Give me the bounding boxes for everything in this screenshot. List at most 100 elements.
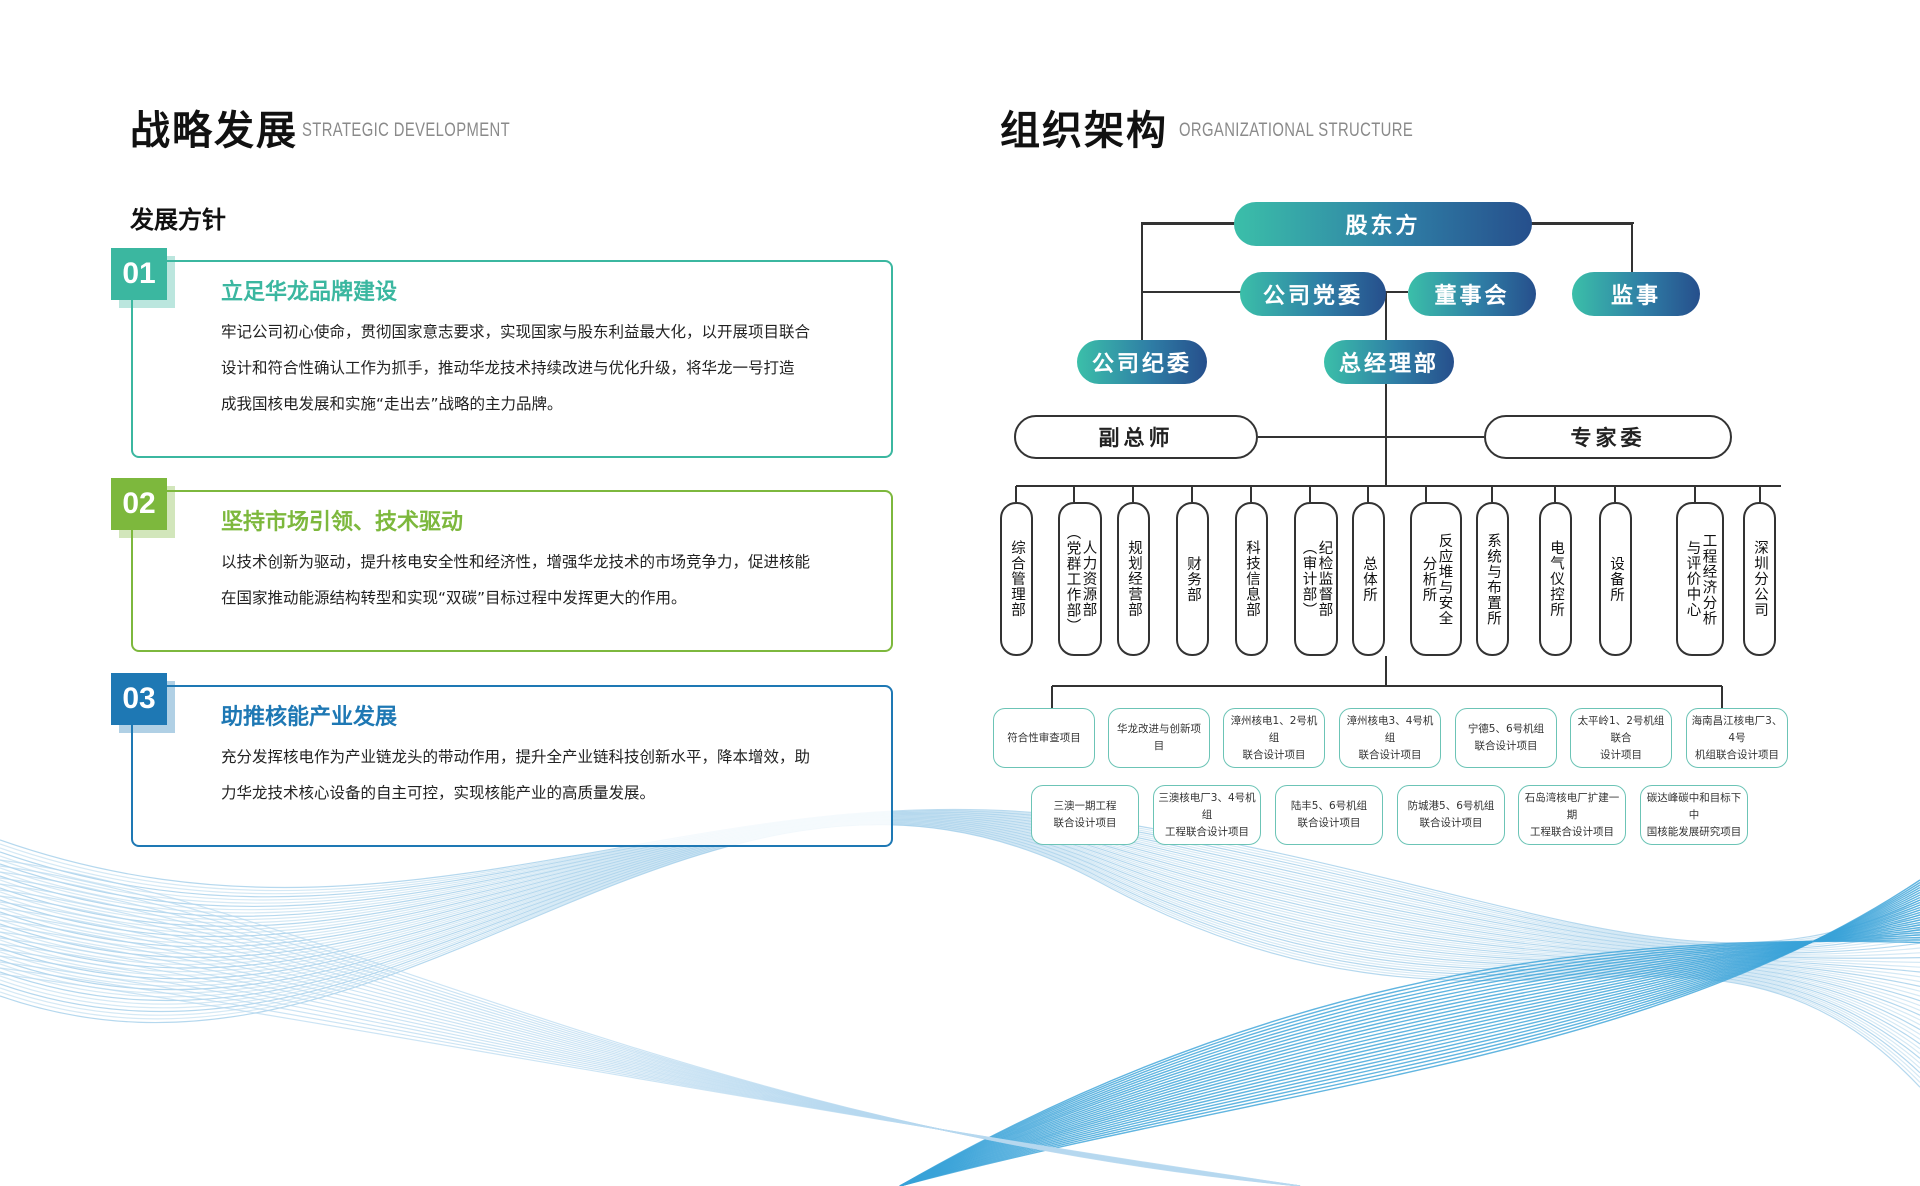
expert-committee-node: 专家委	[1484, 415, 1732, 459]
policy-number-badge: 02	[111, 478, 167, 530]
supervisor-node: 监事	[1572, 272, 1700, 316]
project-label-line: 石岛湾核电厂扩建一期	[1524, 791, 1620, 821]
project-node: 漳州核电1、2号机组联合设计项目	[1223, 708, 1325, 768]
policy-body-line: 以技术创新为驱动，提升核电安全性和经济性，增强华龙技术的市场竞争力，促进核能	[221, 553, 811, 571]
department-label: 系统与布置所	[1485, 532, 1501, 626]
project-node: 三澳核电厂3、4号机组工程联合设计项目	[1153, 785, 1261, 845]
project-label: 三澳核电厂3、4号机组工程联合设计项目	[1158, 790, 1256, 841]
department-node: 分析所反应堆与安全	[1410, 502, 1462, 656]
project-label-line: 联合设计项目	[1419, 817, 1483, 829]
wave-line	[0, 813, 1920, 955]
department-node: （党群工作部）人力资源部	[1058, 502, 1102, 656]
project-label-line: 三澳核电厂3、4号机组	[1158, 791, 1256, 821]
policy-body-line: 成我国核电发展和实施“走出去”战略的主力品牌。	[221, 395, 563, 413]
department-node: 科技信息部	[1235, 502, 1268, 656]
policy-title: 立足华龙品牌建设	[221, 280, 398, 305]
shareholders-node: 股东方	[1234, 202, 1532, 246]
project-label: 陆丰5、6号机组联合设计项目	[1291, 798, 1367, 832]
project-label-line: 工程联合设计项目	[1530, 825, 1614, 838]
project-label-line: 华龙改进与创新项目	[1117, 723, 1201, 752]
department-label: 设备所	[1608, 555, 1624, 603]
policy-number-badge: 03	[111, 673, 167, 725]
wave-line-lower	[0, 973, 1301, 1186]
project-label-line: 国核能发展研究项目	[1646, 825, 1742, 838]
board-node: 董事会	[1408, 272, 1536, 316]
department-node: 深圳分公司	[1743, 502, 1776, 656]
department-label: 财务部	[1185, 555, 1201, 603]
department-label: 总体所	[1361, 555, 1377, 603]
org-title-en: ORGANIZATIONAL STRUCTURE	[1179, 120, 1414, 141]
project-label-line: 设计项目	[1600, 748, 1642, 761]
department-node: 总体所	[1352, 502, 1385, 656]
strategy-title-en: STRATEGIC DEVELOPMENT	[302, 120, 511, 141]
wave-line	[0, 822, 1920, 1069]
policy-body: 以技术创新为驱动，提升核电安全性和经济性，增强华龙技术的市场竞争力，促进核能在国…	[221, 544, 881, 616]
wave-line	[0, 823, 1920, 1079]
department-label: 综合管理部	[1009, 540, 1025, 618]
project-label-line: 太平岭1、2号机组联合	[1577, 714, 1665, 744]
project-node: 符合性审查项目	[993, 708, 1095, 768]
department-node: 与评价中心工程经济分析	[1676, 502, 1724, 656]
policy-body-line: 力华龙技术核心设备的自主可控，实现核能产业的高质量发展。	[221, 784, 656, 802]
department-node: 电气仪控所	[1539, 502, 1572, 656]
department-label: 科技信息部	[1244, 540, 1260, 618]
policy-body: 充分发挥核电作为产业链龙头的带动作用，提升全产业链科技创新水平，降本增效，助力华…	[221, 739, 881, 811]
project-label: 防城港5、6号机组联合设计项目	[1408, 798, 1495, 832]
project-label-line: 碳达峰碳中和目标下中	[1646, 791, 1742, 821]
policy-body-line: 牢记公司初心使命，贯彻国家意志要求，实现国家与股东利益最大化，以开展项目联合	[221, 323, 811, 341]
project-node: 海南昌江核电厂3、4号机组联合设计项目	[1686, 708, 1788, 768]
policy-card: 03 助推核能产业发展充分发挥核电作为产业链龙头的带动作用，提升全产业链科技创新水…	[111, 673, 893, 847]
department-label: 工程经济分析	[1700, 532, 1717, 626]
project-node: 漳州核电3、4号机组联合设计项目	[1339, 708, 1441, 768]
project-label: 华龙改进与创新项目	[1113, 721, 1205, 755]
project-label-line: 联合设计项目	[1474, 740, 1538, 752]
department-node: 财务部	[1176, 502, 1209, 656]
party-committee-node: 公司党委	[1240, 272, 1386, 316]
strategy-title: 战略发展	[130, 108, 298, 154]
department-label: 电气仪控所	[1548, 540, 1564, 618]
org-title: 组织架构	[1000, 108, 1168, 154]
project-label: 三澳一期工程联合设计项目	[1054, 798, 1117, 832]
project-label: 漳州核电3、4号机组联合设计项目	[1344, 713, 1436, 764]
department-label: （审计部）	[1300, 540, 1317, 618]
department-label: （党群工作部）	[1064, 524, 1081, 634]
project-node: 宁德5、6号机组联合设计项目	[1455, 708, 1557, 768]
policy-body-line: 在国家推动能源结构转型和实现“双碳”目标过程中发挥更大的作用。	[221, 589, 687, 607]
project-label: 海南昌江核电厂3、4号机组联合设计项目	[1691, 713, 1783, 764]
project-label-line: 联合设计项目	[1242, 748, 1306, 761]
department-label: 分析所	[1420, 555, 1437, 603]
department-node: 综合管理部	[1000, 502, 1033, 656]
project-label-line: 陆丰5、6号机组	[1290, 800, 1368, 812]
project-label-line: 联合设计项目	[1297, 817, 1361, 829]
project-label: 碳达峰碳中和目标下中国核能发展研究项目	[1645, 790, 1743, 841]
project-node: 华龙改进与创新项目	[1108, 708, 1210, 768]
project-label: 太平岭1、2号机组联合设计项目	[1575, 713, 1667, 764]
wave-line-dark	[899, 940, 1920, 1186]
project-node: 碳达峰碳中和目标下中国核能发展研究项目	[1640, 785, 1748, 845]
discipline-committee-node: 公司纪委	[1077, 340, 1207, 384]
policy-body-line: 充分发挥核电作为产业链龙头的带动作用，提升全产业链科技创新水平，降本增效，助	[221, 748, 811, 766]
project-label: 石岛湾核电厂扩建一期工程联合设计项目	[1523, 790, 1621, 841]
project-label: 宁德5、6号机组联合设计项目	[1468, 721, 1544, 755]
wave-line	[0, 822, 1920, 1064]
project-label-line: 联合设计项目	[1358, 748, 1422, 761]
project-label-line: 工程联合设计项目	[1165, 825, 1249, 838]
wave-line	[0, 818, 1920, 1002]
department-node: 系统与布置所	[1476, 502, 1509, 656]
project-node: 三澳一期工程联合设计项目	[1031, 785, 1139, 845]
project-label-line: 海南昌江核电厂3、4号	[1691, 714, 1783, 744]
department-node: 设备所	[1599, 502, 1632, 656]
policy-title: 助推核能产业发展	[221, 705, 398, 730]
department-label: 与评价中心	[1684, 540, 1701, 618]
project-label: 漳州核电1、2号机组联合设计项目	[1228, 713, 1320, 764]
department-label: 人力资源部	[1080, 540, 1097, 618]
department-label: 纪检监督部	[1316, 540, 1333, 618]
general-manager-node: 总经理部	[1324, 340, 1454, 384]
department-node: 规划经营部	[1117, 502, 1150, 656]
policy-body: 牢记公司初心使命，贯彻国家意志要求，实现国家与股东利益最大化，以开展项目联合设计…	[221, 314, 881, 422]
